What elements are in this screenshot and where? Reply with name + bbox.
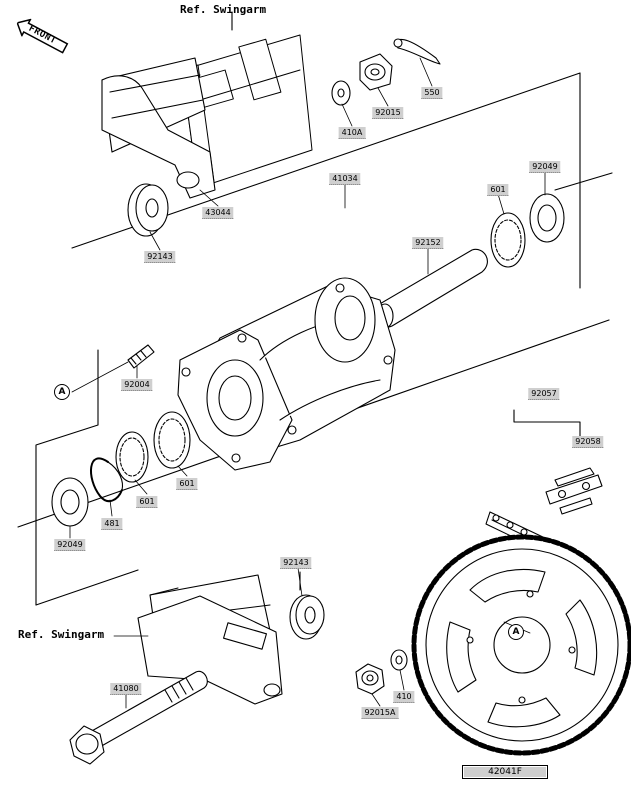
- chain-adjuster-43044: [101, 57, 216, 199]
- front-arrow-icon: [16, 18, 69, 54]
- part-label-42041F[interactable]: 42041F: [462, 765, 548, 779]
- part-label-92015[interactable]: 92015: [372, 107, 404, 119]
- ref-swingarm-bottom-label: Ref. Swingarm: [18, 628, 105, 641]
- stud-92004: [127, 344, 155, 369]
- nut-92015A: [355, 663, 385, 695]
- washer-410: [390, 649, 408, 671]
- axle-41080: [69, 670, 208, 765]
- chain-callout-bracket: [513, 409, 581, 441]
- part-label-41080[interactable]: 41080: [110, 683, 142, 695]
- part-label-92152[interactable]: 92152: [412, 237, 444, 249]
- part-label-92049[interactable]: 92049: [529, 161, 561, 173]
- circlip-481: [89, 457, 124, 503]
- collar-92143-low: [289, 594, 325, 640]
- spacer-92152: [373, 248, 488, 329]
- reference-marker-a-sprocket: A: [508, 624, 524, 640]
- part-label-92004[interactable]: 92004: [121, 379, 153, 391]
- cotter-pin-550: [393, 38, 441, 65]
- reference-marker-a-left: A: [54, 384, 70, 400]
- nut-92015: [359, 53, 393, 91]
- sprocket-42041F: [411, 534, 631, 756]
- ref-swingarm-top-label: Ref. Swingarm: [180, 3, 267, 16]
- part-label-601-mid[interactable]: 601: [176, 478, 198, 490]
- part-label-481[interactable]: 481: [101, 518, 123, 530]
- bearing-601-mid: [153, 411, 191, 469]
- front-direction-badge: FRONT: [13, 14, 72, 58]
- oil-seal-92049-low: [51, 477, 89, 527]
- part-label-41034[interactable]: 41034: [329, 173, 361, 185]
- part-label-410[interactable]: 410: [393, 691, 415, 703]
- part-label-92058[interactable]: 92058: [572, 436, 604, 448]
- oil-seal-92049: [529, 193, 565, 243]
- leader-lines: [69, 57, 546, 709]
- collar-92143-top: [127, 183, 169, 237]
- part-label-92057[interactable]: 92057: [528, 388, 560, 400]
- part-label-92143-low[interactable]: 92143: [280, 557, 312, 569]
- washer-410A: [331, 80, 351, 106]
- part-label-92049-low[interactable]: 92049: [54, 539, 86, 551]
- part-label-92143-top[interactable]: 92143: [144, 251, 176, 263]
- part-label-43044[interactable]: 43044: [202, 207, 234, 219]
- part-label-92015A[interactable]: 92015A: [361, 707, 399, 719]
- part-label-601-top[interactable]: 601: [487, 184, 509, 196]
- part-label-42041F-text: 42041F: [464, 767, 546, 777]
- part-label-410A[interactable]: 410A: [338, 127, 366, 139]
- bearing-601-low: [115, 431, 149, 483]
- part-label-550[interactable]: 550: [421, 87, 443, 99]
- master-link-92058: [545, 467, 603, 515]
- part-label-601-low[interactable]: 601: [136, 496, 158, 508]
- chain-adjuster-lower: [137, 595, 283, 705]
- bearing-601-top: [490, 212, 526, 268]
- hub-41034: [177, 277, 396, 471]
